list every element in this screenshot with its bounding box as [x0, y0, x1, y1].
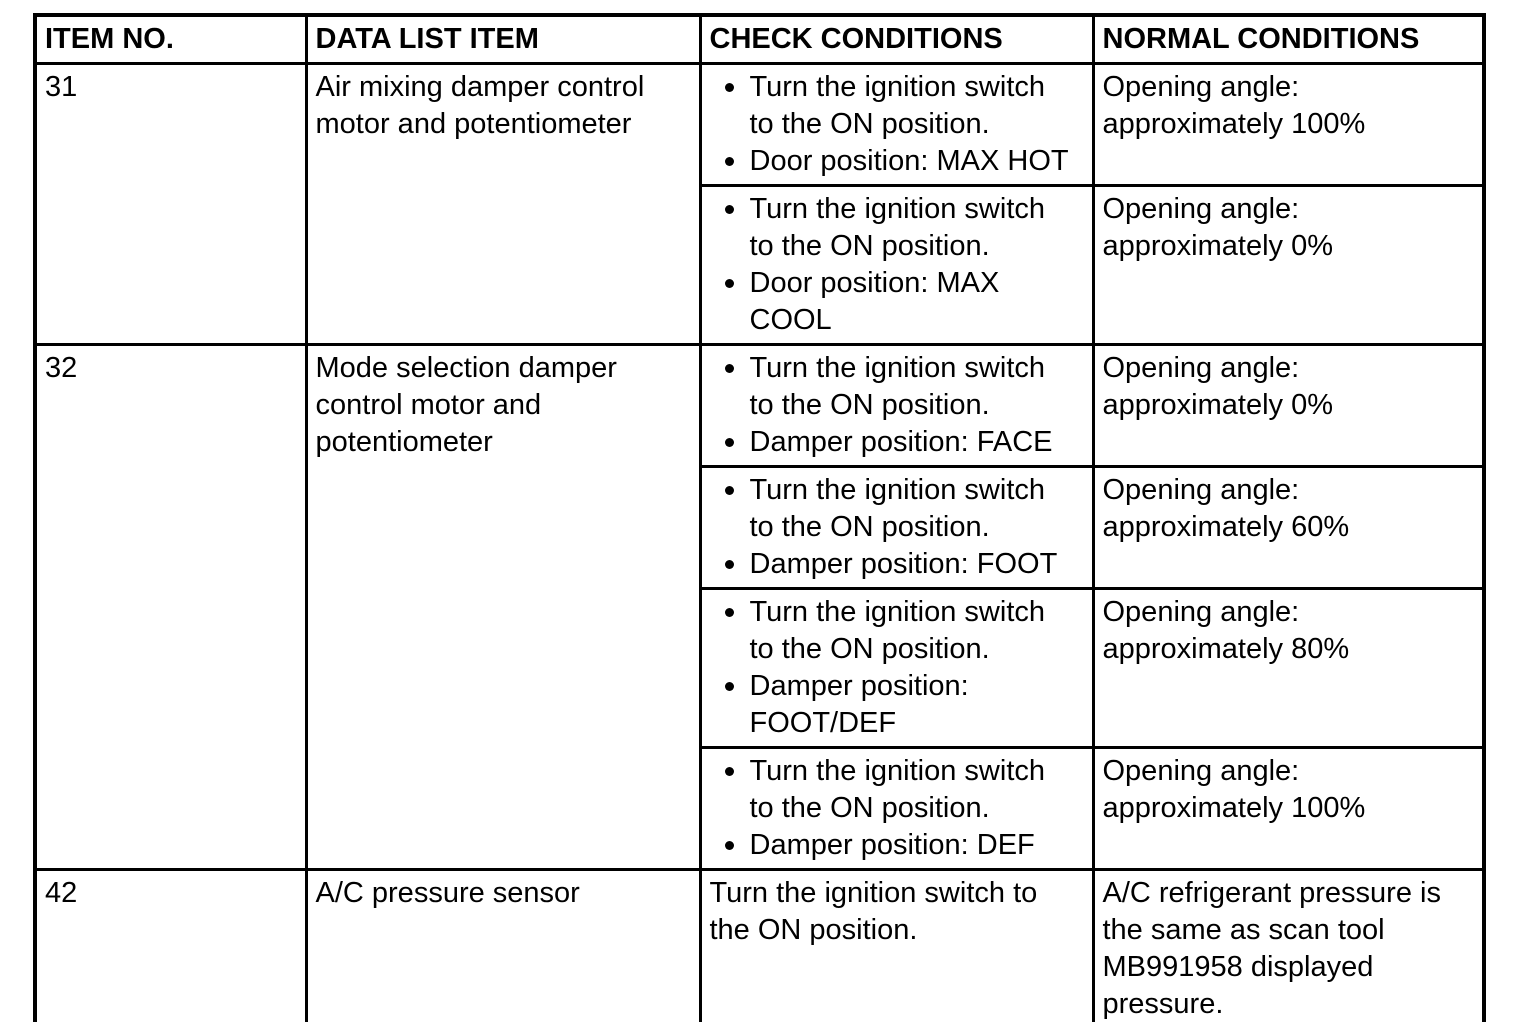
check-condition-bullet: Door position: MAX HOT [710, 143, 1074, 180]
data-list-item-cell: Air mixing damper control motor and pote… [304, 62, 702, 346]
check-condition-bullet: Turn the ignition switch to the ON posit… [710, 350, 1074, 424]
check-condition-bullet: Damper position: FACE [710, 424, 1074, 461]
check-condition-bullet: Turn the ignition switch to the ON posit… [710, 594, 1074, 668]
check-conditions-cell: Turn the ignition switch to the ON posit… [698, 343, 1095, 468]
normal-conditions-cell: Opening angle: approximately 80% [1091, 587, 1486, 749]
check-conditions-cell: Turn the ignition switch to the ON posit… [698, 184, 1095, 346]
check-conditions-cell: Turn the ignition switch to the ON posit… [698, 746, 1095, 871]
normal-condition-text: Opening angle: approximately 100% [1102, 71, 1366, 140]
check-condition-bullet: Door position: MAX COOL [710, 265, 1074, 339]
table-row: Turn the ignition switch to the ON posit… [35, 746, 1486, 871]
check-condition-bullet: Damper position: DEF [710, 827, 1074, 864]
check-conditions-list: Turn the ignition switch to the ON posit… [710, 191, 1082, 339]
data-list-item-cell: Mode selection damper control motor and … [304, 343, 702, 871]
check-condition-text: Turn the ignition switch to the ON posit… [709, 877, 1038, 946]
item-no-cell: 31 [33, 62, 308, 346]
data-list-table: ITEM NO. DATA LIST ITEM CHECK CONDITIONS… [33, 13, 1486, 1022]
check-condition-bullet: Turn the ignition switch to the ON posit… [710, 191, 1074, 265]
check-conditions-list: Turn the ignition switch to the ON posit… [710, 753, 1082, 864]
normal-condition-text: Opening angle: approximately 100% [1102, 755, 1366, 824]
check-conditions-cell: Turn the ignition switch to the ON posit… [698, 62, 1095, 187]
header-check-conditions: CHECK CONDITIONS [698, 13, 1095, 65]
table-row: Turn the ignition switch to the ON posit… [35, 587, 1486, 749]
check-condition-bullet: Damper position: FOOT/DEF [710, 668, 1074, 742]
data-list-item-cell: A/C pressure sensor [304, 868, 702, 1022]
normal-condition-text: A/C refrigerant pressure is the same as … [1102, 877, 1441, 1020]
check-conditions-cell: Turn the ignition switch to the ON posit… [698, 465, 1095, 590]
normal-conditions-cell: Opening angle: approximately 0% [1091, 343, 1486, 468]
normal-condition-text: Opening angle: approximately 0% [1102, 352, 1334, 421]
check-conditions-list: Turn the ignition switch to the ON posit… [710, 594, 1082, 742]
item-no-cell: 42 [33, 868, 308, 1022]
check-condition-bullet: Turn the ignition switch to the ON posit… [710, 69, 1074, 143]
normal-condition-text: Opening angle: approximately 80% [1102, 596, 1350, 665]
check-condition-bullet: Damper position: FOOT [710, 546, 1074, 583]
header-data-list-item: DATA LIST ITEM [304, 13, 702, 65]
normal-conditions-cell: Opening angle: approximately 100% [1091, 746, 1486, 871]
table-row: Turn the ignition switch to the ON posit… [35, 465, 1486, 590]
normal-condition-text: Opening angle: approximately 60% [1102, 474, 1350, 543]
normal-condition-text: Opening angle: approximately 0% [1102, 193, 1334, 262]
check-condition-bullet: Turn the ignition switch to the ON posit… [710, 472, 1074, 546]
normal-conditions-cell: Opening angle: approximately 100% [1091, 62, 1486, 187]
check-conditions-list: Turn the ignition switch to the ON posit… [710, 69, 1082, 180]
normal-conditions-cell: Opening angle: approximately 60% [1091, 465, 1486, 590]
header-item-no: ITEM NO. [33, 13, 308, 65]
check-conditions-cell: Turn the ignition switch to the ON posit… [698, 587, 1095, 749]
normal-conditions-cell: Opening angle: approximately 0% [1091, 184, 1486, 346]
item-no-cell: 32 [33, 343, 308, 871]
check-conditions-list: Turn the ignition switch to the ON posit… [710, 350, 1082, 461]
table-row: Turn the ignition switch to the ON posit… [35, 184, 1486, 346]
check-condition-bullet: Turn the ignition switch to the ON posit… [710, 753, 1074, 827]
check-conditions-cell: Turn the ignition switch to the ON posit… [698, 868, 1095, 1022]
check-conditions-list: Turn the ignition switch to the ON posit… [710, 472, 1082, 583]
header-normal-conditions: NORMAL CONDITIONS [1091, 13, 1486, 65]
normal-conditions-cell: A/C refrigerant pressure is the same as … [1091, 868, 1486, 1022]
table-header-row: ITEM NO. DATA LIST ITEM CHECK CONDITIONS… [33, 13, 1486, 65]
